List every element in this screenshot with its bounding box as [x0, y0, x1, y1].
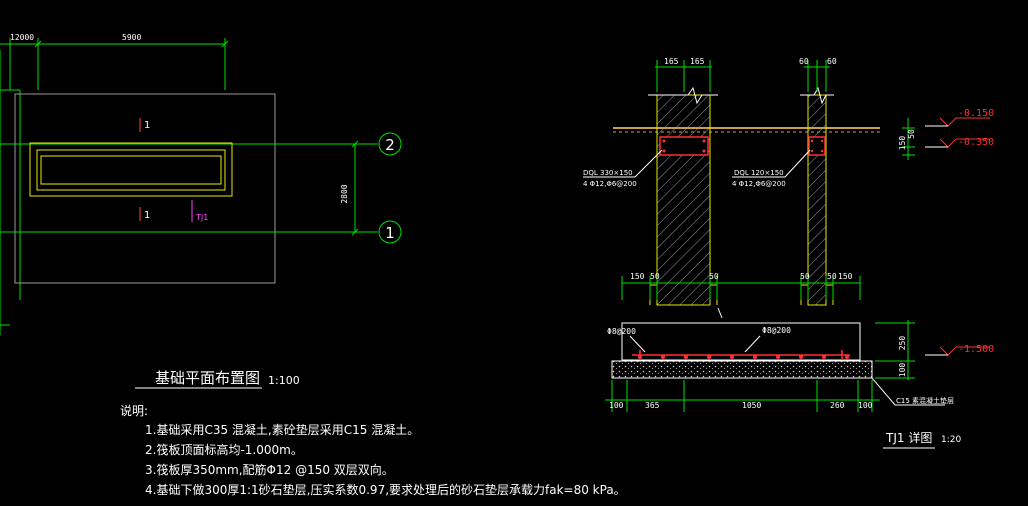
footing-outline: [14, 93, 276, 284]
plan-title: 基础平面布置图: [155, 369, 260, 387]
dim-step-4: 50: [800, 272, 810, 281]
wall-strip-outer: [29, 142, 233, 197]
notes-heading: 说明:: [120, 403, 148, 418]
beam-right-label: DQL 120×150: [734, 169, 784, 177]
detail-scale: 1:20: [941, 435, 961, 445]
dim-grid-spacing: 2800: [340, 184, 349, 203]
beam-right-rebar: 4 Φ12,Φ6@200: [732, 180, 786, 188]
grid-bubble-1: 1: [378, 220, 402, 244]
dim-step-1: 150: [630, 272, 645, 281]
elevation-marker-2: -0.350: [925, 137, 994, 148]
svg-text:-0.150: -0.150: [958, 108, 994, 119]
elevation-marker-3: -1.500: [925, 344, 994, 356]
beam-left-rebar: 4 Φ12,Φ6@200: [583, 180, 637, 188]
dim-step-2: 50: [650, 272, 660, 281]
dim-left-wall-b: 165: [690, 57, 705, 66]
bed-label: C15 素混凝土垫层: [896, 396, 954, 405]
dim-right-50: 50: [907, 129, 916, 139]
svg-text:-1.500: -1.500: [958, 344, 994, 355]
dim-right-wall-a: 60: [799, 57, 809, 66]
tj1-detail: 165 165 60 60 DQL 330×150 4 Φ12,Φ6@200 D…: [583, 57, 994, 449]
detail-title: TJ1 详图: [885, 430, 932, 445]
section-mark-top: 1: [144, 120, 150, 131]
plan-scale: 1:100: [268, 374, 300, 387]
svg-text:2: 2: [385, 136, 395, 154]
note-3: 3.筏板厚350mm,配筋Φ12 @150 双层双向。: [145, 462, 394, 477]
foundation-plan: 12000 5900 2 1 2800 1: [0, 33, 402, 389]
dim-right-100: 100: [898, 363, 907, 378]
dim-right-150: 150: [898, 136, 907, 151]
concrete-bed: [611, 360, 873, 379]
svg-text:-0.350: -0.350: [958, 137, 994, 148]
dim-top-left: 12000: [10, 33, 34, 42]
dim-right-wall-b: 60: [827, 57, 837, 66]
elevation-marker-1: -0.150: [925, 108, 994, 127]
ring-beam-left: [659, 136, 709, 156]
section-mark-bottom: 1: [144, 210, 150, 221]
dim-bottom-1: 100: [609, 401, 624, 410]
note-2: 2.筏板顶面标高均-1.000m。: [145, 442, 303, 457]
notes-block: 说明: 1.基础采用C35 混凝土,素砼垫层采用C15 混凝土。 2.筏板顶面标…: [120, 403, 626, 497]
dim-left-wall-a: 165: [664, 57, 679, 66]
svg-text:1: 1: [385, 224, 395, 242]
left-wall: [656, 94, 711, 306]
dim-top-span: 5900: [122, 33, 141, 42]
grid-bubble-2: 2: [378, 132, 402, 156]
dim-right-250: 250: [898, 336, 907, 351]
footing-rebar-mid: Φ8@200: [762, 326, 791, 335]
dim-bottom-4: 260: [830, 401, 845, 410]
dim-step-6: 150: [838, 272, 853, 281]
note-1: 1.基础采用C35 混凝土,素砼垫层采用C15 混凝土。: [145, 422, 419, 437]
dim-bottom-2: 365: [645, 401, 660, 410]
beam-left-label: DQL 330×150: [583, 169, 633, 177]
ring-beam-right: [808, 136, 826, 156]
footing-rebar-left: Φ8@200: [607, 327, 636, 336]
raft-footing: [621, 322, 861, 361]
note-4: 4.基础下做300厚1:1砂石垫层,压实系数0.97,要求处理后的砂石垫层承载力…: [145, 482, 626, 497]
dim-step-5: 50: [827, 272, 837, 281]
dim-bottom-5: 100: [858, 401, 873, 410]
detail-mark-tj1: TJ1: [195, 213, 208, 222]
dim-step-3: 50: [709, 272, 719, 281]
dim-bottom-3: 1050: [742, 401, 761, 410]
right-wall: [807, 94, 827, 306]
